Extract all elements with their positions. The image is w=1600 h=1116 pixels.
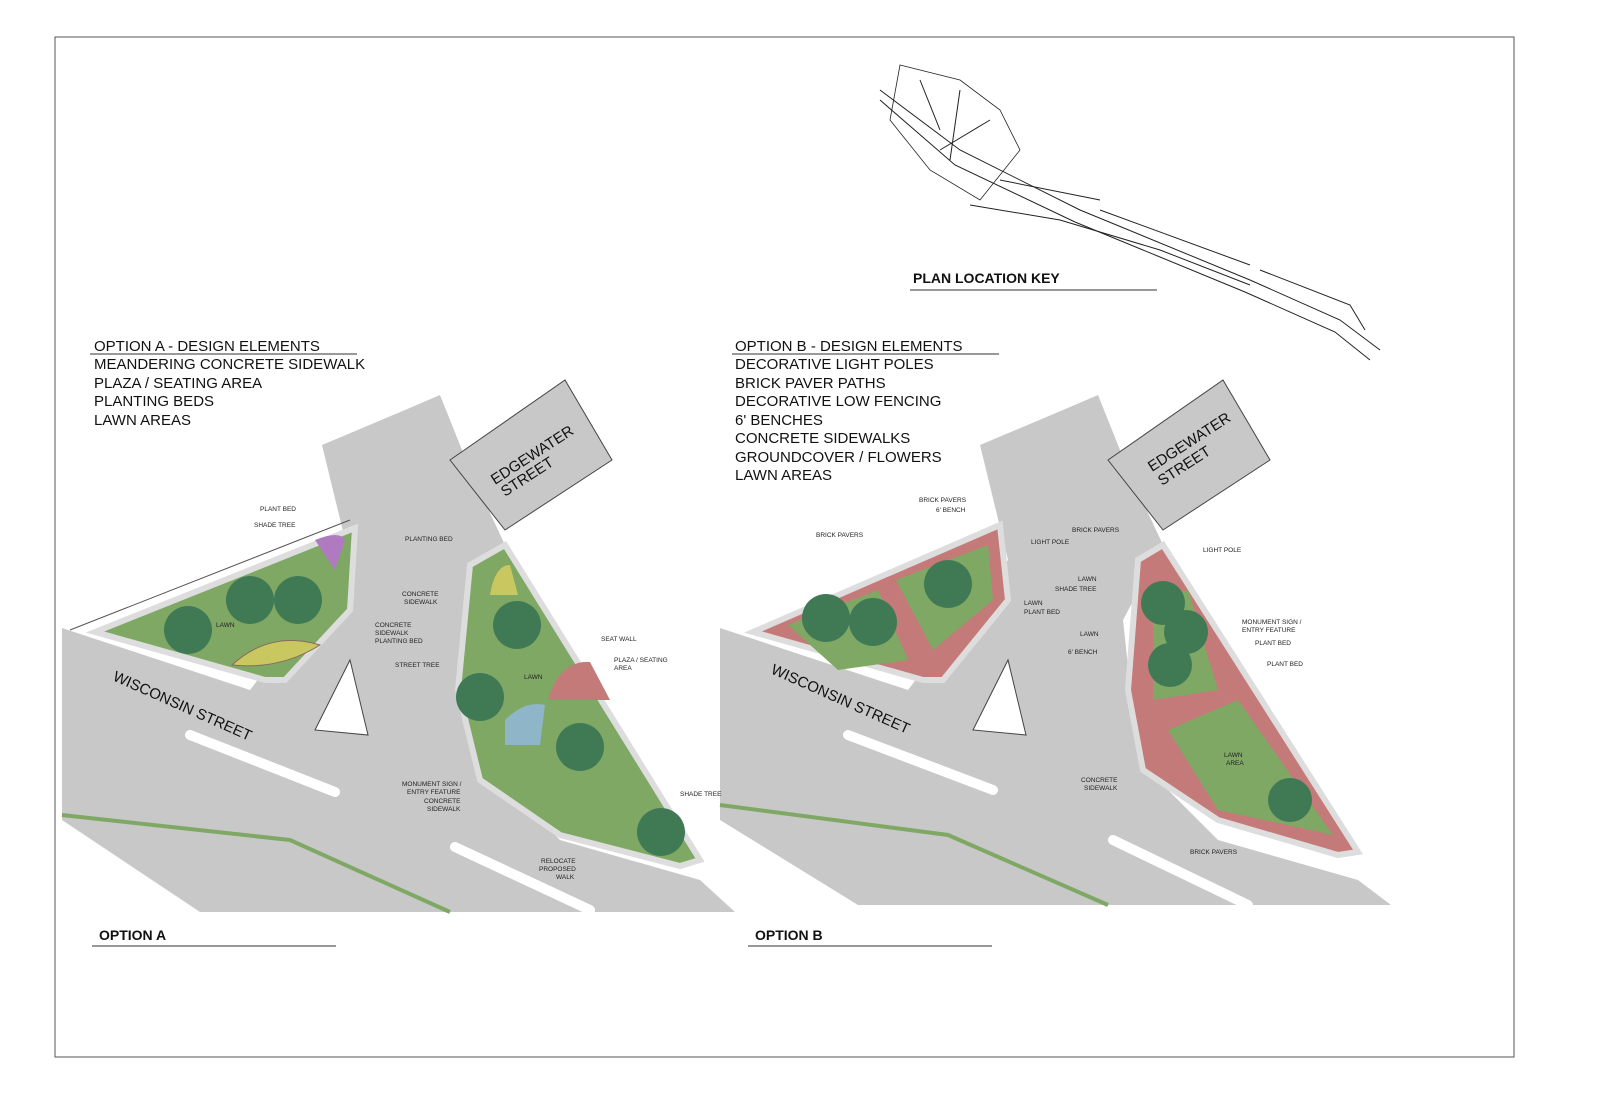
callout-label: MONUMENT SIGN /	[402, 781, 462, 788]
option-b-callouts: BRICK PAVERS 6' BENCH BRICK PAVERS LIGHT…	[816, 497, 1303, 856]
callout-label: PROPOSED	[539, 866, 576, 873]
callout-label: PLANT BED	[1255, 640, 1291, 647]
option-b-element: 6' BENCHES	[735, 412, 823, 429]
callout-label: LAWN	[524, 674, 543, 681]
callout-label: AREA	[1226, 760, 1244, 767]
callout-label: 6' BENCH	[936, 507, 966, 514]
callout-label: SIDEWALK	[427, 806, 461, 813]
option-a-element: PLAZA / SEATING AREA	[94, 375, 262, 392]
callout-label: PLANT BED	[260, 506, 296, 513]
option-b-element: CONCRETE SIDEWALKS	[735, 430, 910, 447]
callout-label: BRICK PAVERS	[1072, 527, 1120, 534]
callout-label: PLANT BED	[1024, 609, 1060, 616]
callout-label: PLANT BED	[1267, 661, 1303, 668]
callout-label: 6' BENCH	[1068, 649, 1098, 656]
callout-label: CONCRETE	[424, 798, 461, 805]
option-b-element: BRICK PAVER PATHS	[735, 375, 886, 392]
callout-label: SIDEWALK	[404, 599, 438, 606]
callout-label: LAWN	[216, 622, 235, 629]
callout-label: ENTRY FEATURE	[407, 789, 461, 796]
option-a-plan	[61, 379, 735, 915]
callout-label: AREA	[614, 665, 632, 672]
callout-label: LAWN	[1024, 600, 1043, 607]
callout-label: STREET TREE	[395, 662, 440, 669]
callout-label: CONCRETE	[402, 591, 439, 598]
callout-label: SHADE TREE	[680, 791, 722, 798]
callout-label: LIGHT POLE	[1203, 547, 1242, 554]
callout-label: RELOCATE	[541, 858, 576, 865]
option-b-element: GROUNDCOVER / FLOWERS	[735, 449, 942, 466]
sheet-border	[54, 36, 1515, 1058]
callout-label: SIDEWALK	[1084, 785, 1118, 792]
callout-label: LAWN	[1078, 576, 1097, 583]
option-b-heading: OPTION B - DESIGN ELEMENTS	[735, 338, 963, 355]
option-a-title: OPTION A	[99, 927, 166, 943]
callout-label: PLAZA / SEATING	[614, 657, 668, 664]
callout-label: PLANTING BED	[405, 536, 453, 543]
callout-label: SIDEWALK	[375, 630, 409, 637]
option-a-element: LAWN AREAS	[94, 412, 191, 429]
callout-label: PLANTING BED	[375, 638, 423, 645]
callout-label: BRICK PAVERS	[816, 532, 864, 539]
callout-label: SHADE TREE	[1055, 586, 1097, 593]
callout-label: CONCRETE	[1081, 777, 1118, 784]
option-b-element: DECORATIVE LIGHT POLES	[735, 356, 934, 373]
callout-label: BRICK PAVERS	[919, 497, 967, 504]
option-a-element: PLANTING BEDS	[94, 393, 214, 410]
callout-label: LIGHT POLE	[1031, 539, 1070, 546]
option-b-plan	[719, 379, 1391, 910]
option-a-heading: OPTION A - DESIGN ELEMENTS	[94, 338, 320, 355]
option-b-title: OPTION B	[755, 927, 823, 943]
callout-label: MONUMENT SIGN /	[1242, 619, 1302, 626]
option-a-callouts: PLANT BED SHADE TREE LAWN CONCRETE SIDEW…	[216, 506, 722, 881]
callout-label: CONCRETE	[375, 622, 412, 629]
option-b-element: DECORATIVE LOW FENCING	[735, 393, 941, 410]
option-a-element: MEANDERING CONCRETE SIDEWALK	[94, 356, 365, 373]
callout-label: WALK	[556, 874, 575, 881]
location-key-title: PLAN LOCATION KEY	[913, 270, 1060, 286]
option-b-element: LAWN AREAS	[735, 467, 832, 484]
callout-label: BRICK PAVERS	[1190, 849, 1238, 856]
callout-label: SEAT WALL	[601, 636, 637, 643]
callout-label: LAWN	[1080, 631, 1099, 638]
callout-label: ENTRY FEATURE	[1242, 627, 1296, 634]
callout-label: SHADE TREE	[254, 522, 296, 529]
location-key-map	[879, 64, 1381, 361]
callout-label: LAWN	[1224, 752, 1243, 759]
